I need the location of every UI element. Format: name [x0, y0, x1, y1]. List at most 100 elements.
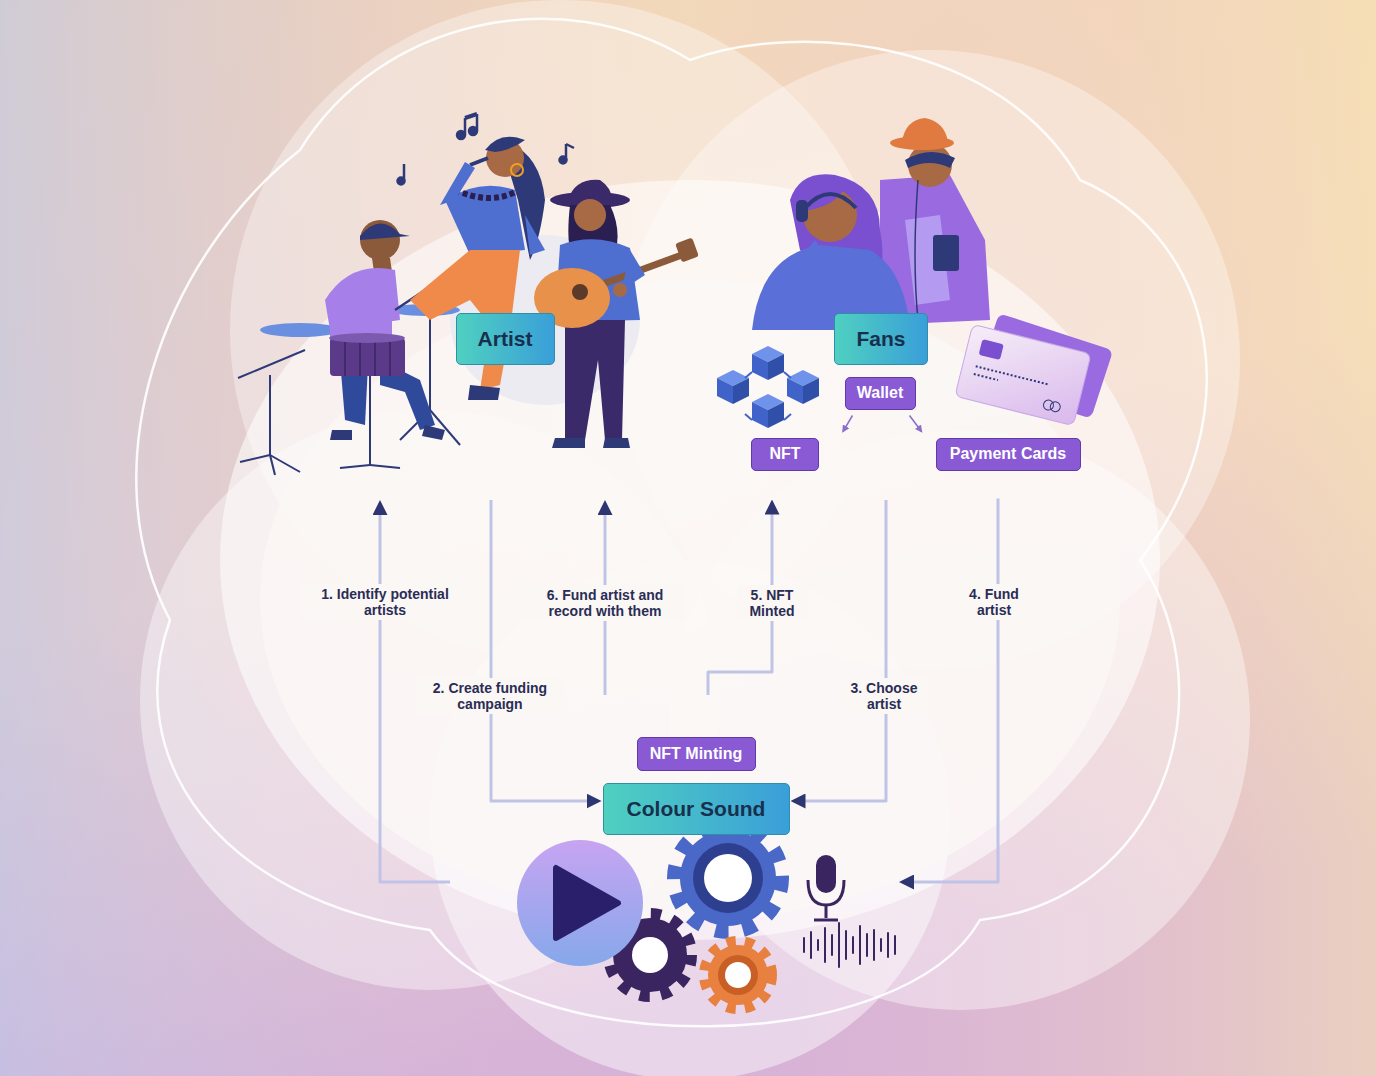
music-notes-part	[464, 118, 467, 135]
blockchain-cubes-part	[745, 372, 791, 420]
step-label: 4. Fund artist	[958, 584, 1030, 620]
drummer-part-part	[389, 338, 391, 376]
sound-wave-part	[824, 928, 826, 962]
blockchain-cubes-part-part	[784, 414, 791, 420]
drummer-part-part	[240, 455, 270, 462]
drummer-part	[422, 425, 445, 440]
cloud-part	[260, 280, 1120, 920]
connector	[910, 416, 922, 432]
drummer	[238, 220, 460, 475]
tag-box: Wallet	[845, 377, 916, 410]
singer-part	[455, 190, 515, 198]
node-label: Wallet	[857, 384, 904, 402]
drummer-part-part	[359, 338, 361, 376]
step-label: 1. Identify potential artists	[300, 584, 470, 620]
guitarist-part	[565, 320, 625, 440]
drummer-part	[360, 223, 410, 240]
blockchain-cubes-part	[717, 370, 749, 404]
node-label: Artist	[478, 327, 533, 351]
play-button-part	[556, 868, 618, 938]
drummer-part-part	[429, 318, 431, 410]
drummer-part-part	[270, 455, 275, 475]
cloud-part	[220, 180, 1160, 940]
cloud-outline	[136, 19, 1206, 1026]
gears-part-part	[718, 955, 758, 995]
drummer-part	[330, 430, 352, 440]
singer-part	[440, 162, 475, 205]
guitarist-part	[675, 238, 699, 263]
sound-wave-part	[803, 938, 805, 952]
fans-part	[796, 200, 808, 222]
payment-card-icon-part-part	[974, 366, 1049, 392]
sound-wave-part	[831, 935, 833, 955]
guitarist-part	[622, 250, 645, 290]
guitarist-part	[600, 252, 690, 285]
sound-wave-part	[873, 930, 875, 960]
play-button-part	[517, 840, 643, 966]
singer-part	[485, 137, 525, 152]
drummer-part-part	[370, 465, 400, 468]
drummer-part	[329, 333, 405, 343]
payment-card-icon-part-part	[1042, 399, 1054, 411]
blockchain-cubes-part-part	[745, 372, 752, 378]
gears-part	[705, 942, 771, 1008]
step-label: 2. Create funding campaign	[415, 678, 565, 714]
sound-wave-part	[845, 931, 847, 959]
fans-part	[790, 240, 825, 285]
guitarist-part	[568, 180, 612, 200]
payment-card-icon-part-part	[1049, 401, 1061, 413]
payment-card-icon-part	[955, 324, 1091, 425]
drummer-part	[260, 323, 340, 337]
gears-part	[676, 826, 780, 930]
node-label: Colour Sound	[627, 797, 766, 821]
singer-part	[525, 215, 545, 255]
drummer-part-part	[374, 338, 376, 376]
blockchain-cubes-part-part	[784, 372, 791, 378]
blockchain-cubes-part-part	[752, 354, 768, 380]
play-button	[517, 840, 643, 966]
music-notes-part	[565, 144, 568, 160]
cloud	[140, 0, 1250, 1076]
sound-wave-part	[859, 926, 861, 964]
drummer-part-part	[238, 350, 305, 378]
drummer-part	[345, 338, 390, 376]
payment-card-icon-part-part	[979, 339, 1004, 360]
blockchain-cubes-part-part	[745, 414, 752, 420]
step-label: 3. Choose artist	[839, 678, 929, 714]
guitarist-part	[603, 438, 630, 448]
connector	[843, 416, 853, 432]
connector	[794, 500, 887, 801]
fans-part	[805, 194, 856, 208]
guitarist	[534, 180, 699, 448]
gears-part-part	[693, 843, 763, 913]
gears-part-part	[676, 826, 780, 930]
tag-box: Payment Cards	[936, 438, 1081, 471]
node-label: Payment Cards	[950, 445, 1067, 463]
singer-part	[470, 158, 488, 165]
sound-wave-part	[894, 936, 896, 954]
gears-part-part	[680, 830, 776, 926]
drummer-part-part	[344, 338, 346, 376]
guitarist-part	[572, 284, 588, 300]
node-label: Fans	[856, 327, 905, 351]
step-label: 6. Fund artist and record with them	[525, 585, 685, 621]
sound-wave-part	[852, 937, 854, 953]
drummer-part	[330, 338, 405, 376]
blockchain-cubes-part	[752, 394, 784, 428]
fans-part	[902, 118, 948, 142]
payment-card-icon-part-part-part	[974, 374, 998, 380]
microphone-part	[816, 855, 836, 893]
sound-wave-part	[838, 923, 840, 967]
music-notes-part	[465, 114, 477, 118]
sound-wave-part	[810, 932, 812, 958]
drummer-part-part	[269, 375, 271, 455]
connector	[491, 500, 599, 801]
microphone-part	[825, 905, 828, 918]
guitarist-part	[552, 438, 585, 448]
